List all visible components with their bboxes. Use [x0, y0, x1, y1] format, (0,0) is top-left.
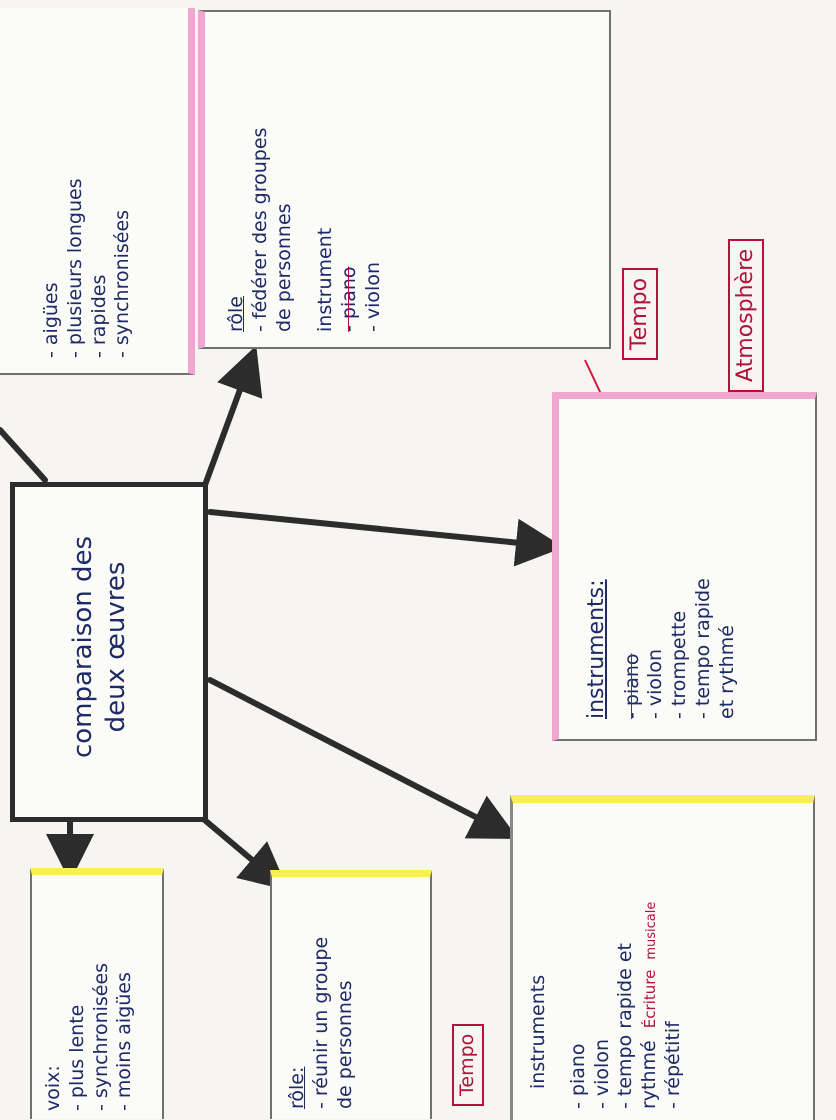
connector-top-left	[0, 427, 48, 483]
instruments-yellow-item: - tempo rapide et	[614, 943, 637, 1109]
voix-yellow-box: voix: - plus lente - synchronisées - moi…	[30, 868, 164, 1119]
role-yellow-title: rôle:	[286, 1066, 308, 1109]
voix-yellow-item: - plus lente	[65, 1004, 88, 1111]
tempo-tag-bottom: Tempo	[452, 1023, 484, 1106]
voix-yellow-title: voix:	[42, 1065, 64, 1111]
role-pink-line2: de personnes	[272, 203, 295, 332]
voix-pink-item: - plusieurs longues	[63, 178, 86, 358]
voix-pink-box: - aigües - plusieurs longues - rapides -…	[0, 8, 195, 375]
atmosphere-tag: Atmosphère	[728, 238, 764, 392]
instruments-pink-box: instruments: - piano - violon - trompett…	[552, 392, 817, 741]
role-yellow-line1: - réunir un groupe	[309, 936, 332, 1109]
role-yellow-box: rôle: - réunir un groupe de personnes	[270, 870, 432, 1119]
voix-pink-lines: - aigües - plusieurs longues - rapides -…	[40, 18, 135, 358]
instruments-yellow-text: instruments - piano - violon - tempo rap…	[527, 809, 686, 1109]
arrow-to-instruments-pink	[207, 509, 564, 567]
instruments-pink-item: - violon	[644, 649, 667, 719]
instruments-pink-item: et rythmé	[715, 625, 738, 719]
instruments-yellow-box: instruments - piano - violon - tempo rap…	[510, 795, 815, 1120]
arrow-to-role-pink	[202, 345, 263, 488]
instruments-yellow-item: rythmé Écriture musicale	[638, 809, 662, 1109]
voix-pink-item: - aigües	[40, 282, 62, 358]
instrument-pink-item: - violon	[361, 262, 384, 332]
instruments-yellow-item-rythme: rythmé	[638, 1040, 660, 1109]
central-box: comparaison des deux œuvres	[10, 482, 208, 822]
central-line2: deux œuvres	[100, 561, 131, 733]
role-yellow-line2: de personnes	[333, 980, 356, 1109]
instruments-pink-item: - tempo rapide	[691, 578, 714, 719]
voix-yellow-item: - synchronisées	[89, 962, 112, 1111]
voix-yellow-text: voix: - plus lente - synchronisées - moi…	[42, 871, 137, 1111]
central-text: comparaison des deux œuvres	[67, 507, 132, 787]
role-pink-box: rôle - fédérer des groupes de personnes …	[198, 10, 611, 349]
central-line1: comparaison des	[68, 535, 98, 759]
arrow-to-instruments-yellow	[207, 677, 519, 839]
tempo-tag: Tempo	[622, 267, 658, 360]
role-yellow-text: rôle: - réunir un groupe de personnes	[286, 879, 357, 1109]
instruments-yellow-title: instruments	[527, 974, 549, 1089]
role-pink-text: rôle - fédérer des groupes de personnes …	[225, 22, 386, 332]
instrument-pink-label: instrument	[314, 227, 337, 332]
instruments-yellow-item: - violon	[590, 1039, 613, 1109]
voix-pink-item: - synchronisées	[111, 209, 134, 358]
instruments-yellow-item: - répétitif	[661, 1021, 684, 1109]
role-pink-label: rôle	[225, 296, 247, 332]
instruments-yellow-item: - piano	[566, 1043, 589, 1109]
instrument-pink-item: - piano	[338, 266, 360, 332]
instruments-pink-title: instruments:	[584, 579, 609, 719]
annotation-musicale: musicale	[644, 901, 659, 960]
annotation-ecriture: Écriture	[641, 969, 659, 1029]
voix-pink-item: - rapides	[87, 274, 110, 358]
instruments-pink-text: instruments: - piano - violon - trompett…	[583, 419, 739, 719]
role-pink-line1: - fédérer des groupes	[248, 127, 271, 332]
voix-yellow-item: - moins aigües	[113, 972, 136, 1111]
instruments-pink-item: - piano	[620, 653, 643, 719]
instruments-pink-item: - trompette	[668, 610, 690, 719]
